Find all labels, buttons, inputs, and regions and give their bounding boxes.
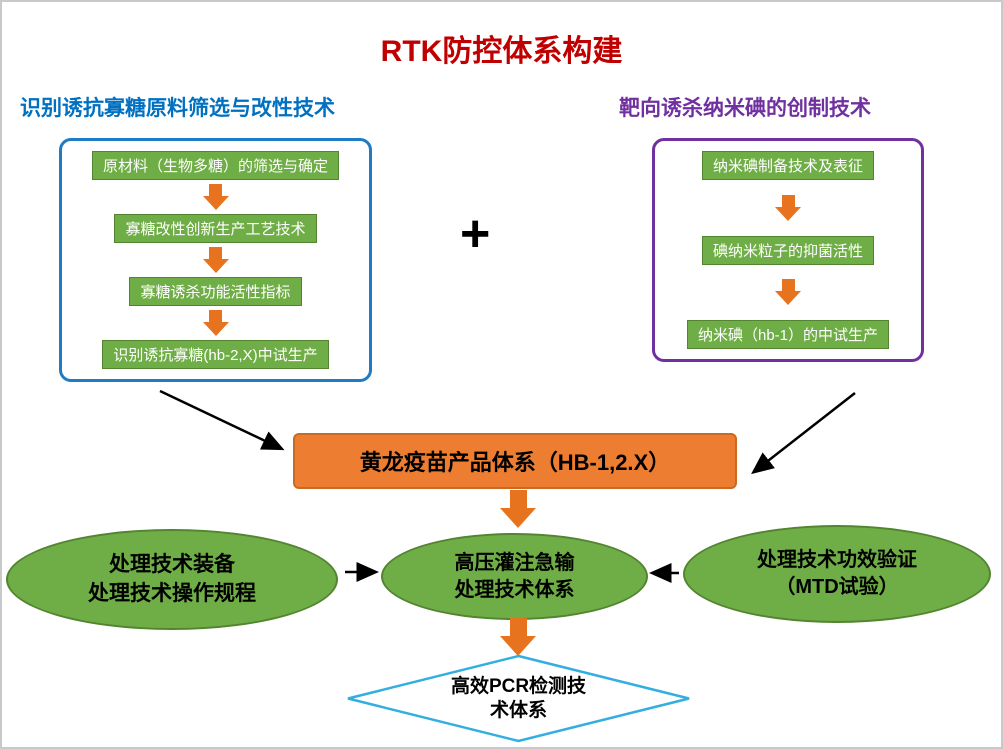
down-arrow-icon — [775, 279, 801, 306]
right-step-2: 碘纳米粒子的抑菌活性 — [701, 235, 874, 265]
down-arrow-icon — [202, 184, 229, 210]
diamond-pcr-label: 高效PCR检测技 术体系 — [345, 654, 692, 743]
ellipse-treatment-system: 高压灌注急输 处理技术体系 — [381, 533, 648, 620]
left-step-2: 寡糖改性创新生产工艺技术 — [114, 214, 317, 243]
left-step-1: 原材料（生物多糖）的筛选与确定 — [91, 151, 339, 180]
left-step-4: 识别诱抗寡糖(hb-2,X)中试生产 — [102, 340, 329, 369]
ellipse-equipment-line1: 处理技术装备 — [109, 553, 235, 577]
ellipse-validation-line1: 处理技术功效验证 — [757, 549, 917, 571]
down-arrow-icon — [500, 618, 536, 656]
left-step-3: 寡糖诱杀功能活性指标 — [129, 277, 302, 306]
ellipse-validation: 处理技术功效验证 （MTD试验） — [683, 525, 991, 623]
diamond-pcr: 高效PCR检测技 术体系 — [345, 654, 692, 743]
ellipse-treatment-line2: 处理技术体系 — [454, 578, 575, 601]
right-branch-header: 靶向诱杀纳米碘的创制技术 — [619, 97, 871, 120]
down-arrow-icon — [500, 490, 536, 528]
ellipse-equipment: 处理技术装备 处理技术操作规程 — [6, 529, 338, 630]
down-arrow-icon — [202, 310, 229, 336]
down-arrow-icon — [775, 194, 801, 221]
product-box: 黄龙疫苗产品体系（HB-1,2.X） — [293, 433, 737, 489]
ellipse-treatment-line1: 高压灌注急输 — [454, 551, 575, 574]
ellipse-validation-line2: （MTD试验） — [775, 576, 899, 598]
arrow-right-branch-to-product — [751, 392, 856, 475]
arrow-left-branch-to-product — [159, 389, 285, 451]
diamond-shape — [347, 654, 690, 743]
down-arrow-icon — [202, 247, 229, 273]
left-branch-header: 识别诱抗寡糖原料筛选与改性技术 — [20, 97, 335, 120]
left-branch-panel: 原材料（生物多糖）的筛选与确定 寡糖改性创新生产工艺技术 寡糖诱杀功能活性指标 … — [59, 138, 372, 382]
ellipse-equipment-line2: 处理技术操作规程 — [88, 581, 256, 605]
plus-sign: + — [460, 205, 491, 263]
diamond-line2: 术体系 — [489, 699, 547, 721]
right-branch-panel: 纳米碘制备技术及表征 碘纳米粒子的抑菌活性 纳米碘（hb-1）的中试生产 — [652, 138, 924, 362]
diamond-line1: 高效PCR检测技 — [450, 675, 587, 697]
page-title: RTK防控体系构建 — [380, 35, 623, 68]
right-step-1: 纳米碘制备技术及表征 — [701, 151, 874, 180]
right-step-3: 纳米碘（hb-1）的中试生产 — [686, 320, 890, 349]
